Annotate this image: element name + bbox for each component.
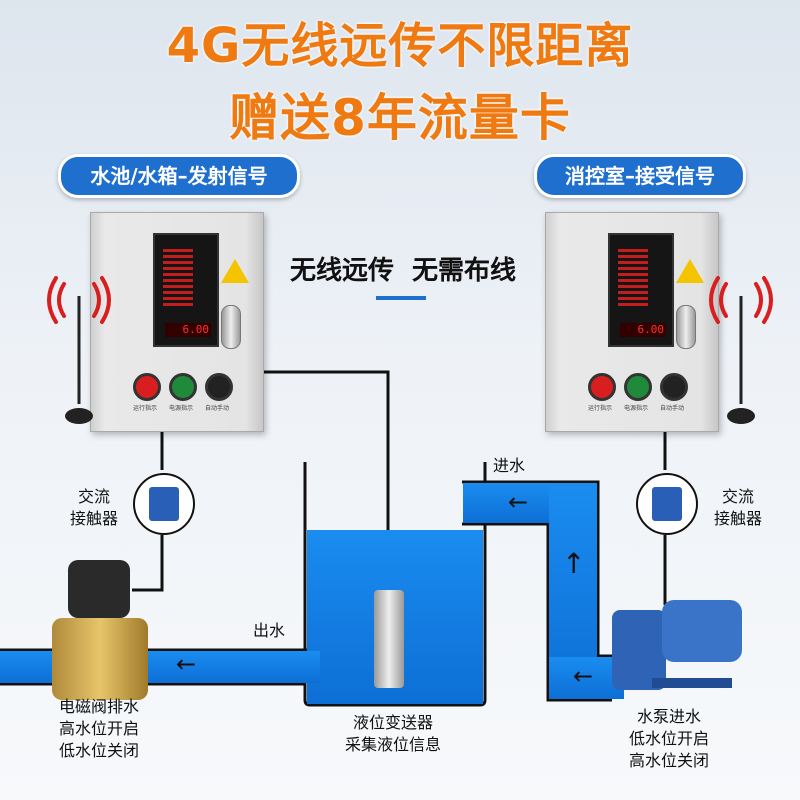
arrow-left-icon: ←	[176, 650, 197, 678]
right-run-lamp	[588, 373, 616, 401]
level-bar-graph	[618, 249, 648, 307]
pump-label: 水泵进水 低水位开启 高水位关闭	[604, 706, 734, 772]
outlet-pipe-water	[0, 651, 320, 683]
right-contactor-label: 交流 接触器	[700, 486, 776, 530]
left-door-handle[interactable]	[221, 305, 241, 349]
label-line: 液位变送器	[352, 713, 433, 732]
lamp-label: 自动手动	[205, 405, 230, 412]
outlet-label: 出水	[252, 621, 285, 640]
label-line: 接触器	[69, 509, 118, 528]
right-power-lamp	[624, 373, 652, 401]
slogan-underline	[376, 296, 426, 300]
warning-icon	[676, 259, 704, 283]
label-line: 交流	[721, 487, 754, 506]
label-line: 交流	[77, 487, 110, 506]
left-level-display: 6.00	[153, 233, 219, 347]
right-door-handle[interactable]	[676, 305, 696, 349]
lamp-label: 电源指示	[624, 405, 649, 412]
left-control-cabinet: 6.00 运行指示 电源指示 自动手动	[90, 212, 264, 432]
label-line: 高水位关闭	[628, 751, 709, 770]
valve-label: 电磁阀排水 高水位开启 低水位关闭	[34, 696, 164, 762]
center-slogan: 无线远传 无需布线	[289, 256, 517, 286]
arrow-up-icon: ↑	[562, 547, 586, 580]
label-line: 水泵进水	[636, 707, 701, 726]
solenoid-valve	[52, 560, 148, 700]
left-mode-switch[interactable]	[205, 373, 233, 401]
lamp-label: 运行指示	[133, 405, 158, 412]
right-display-readout: 6.00	[620, 323, 666, 337]
right-antenna-icon	[709, 276, 773, 424]
signal-waves-icon	[47, 276, 111, 324]
label-line: 低水位关闭	[58, 741, 139, 760]
level-sensor	[374, 590, 404, 688]
inlet-label: 进水	[492, 456, 525, 475]
right-panel-title: 消控室–接受信号	[534, 154, 746, 198]
left-power-lamp	[169, 373, 197, 401]
label-line: 采集液位信息	[344, 735, 441, 754]
arrow-left-icon: ←	[508, 488, 529, 516]
sensor-label: 液位变送器 采集液位信息	[318, 712, 468, 756]
left-antenna-icon	[47, 276, 111, 424]
level-bar-graph	[163, 249, 193, 307]
right-contactor-icon	[636, 473, 698, 535]
warning-icon	[221, 259, 249, 283]
right-mode-switch[interactable]	[660, 373, 688, 401]
lamp-label: 自动手动	[660, 405, 685, 412]
label-line: 低水位开启	[628, 729, 709, 748]
right-control-cabinet: 6.00 运行指示 电源指示 自动手动	[545, 212, 719, 432]
left-display-readout: 6.00	[165, 323, 211, 337]
lamp-label: 运行指示	[588, 405, 613, 412]
headline-line-2: 赠送8年流量卡	[229, 89, 571, 147]
left-contactor-label: 交流 接触器	[64, 486, 124, 530]
inlet-pipe-bottom-water	[549, 657, 624, 699]
water-pump	[612, 596, 742, 692]
left-run-lamp	[133, 373, 161, 401]
signal-waves-icon	[709, 276, 773, 324]
label-line: 电磁阀排水	[58, 697, 139, 716]
headline-line-1: 4G无线远传不限距离	[166, 18, 634, 74]
right-level-display: 6.00	[608, 233, 674, 347]
left-contactor-icon	[133, 473, 195, 535]
lamp-label: 电源指示	[169, 405, 194, 412]
left-panel-title: 水池/水箱–发射信号	[58, 154, 300, 198]
label-line: 接触器	[713, 509, 762, 528]
arrow-left-icon: ←	[573, 662, 594, 690]
label-line: 高水位开启	[58, 719, 139, 738]
